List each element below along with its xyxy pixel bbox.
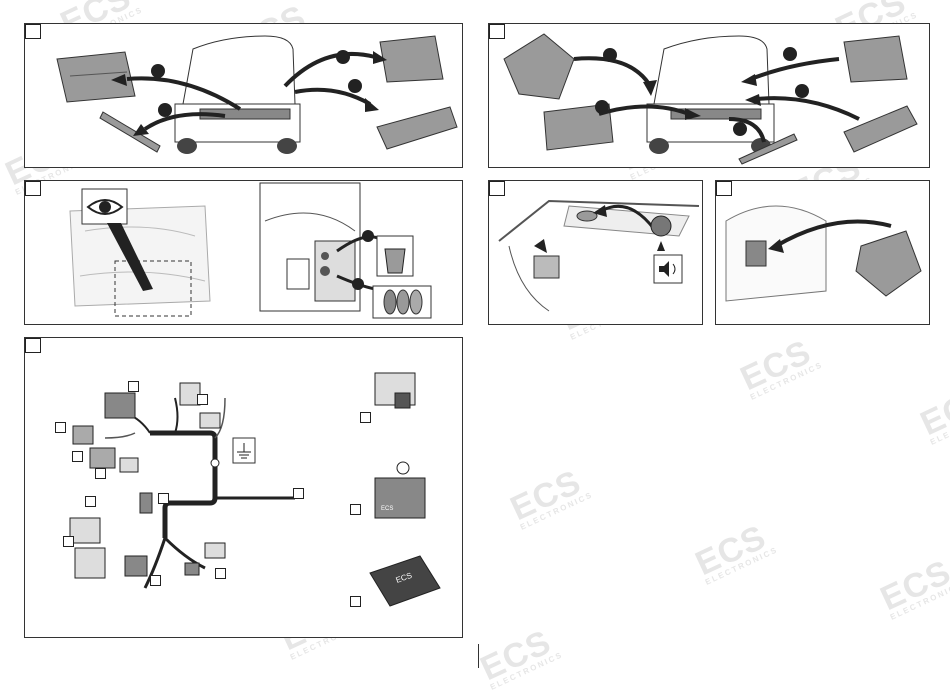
locate-mounting-illustration: [25, 181, 462, 324]
part-number-box: [128, 381, 139, 392]
bin-icon: [385, 249, 405, 273]
step-6-panel: ECS ECS: [24, 337, 463, 638]
refit-trim-illustration: [489, 24, 929, 167]
part-number-box: [158, 493, 169, 504]
buzzer-illustration: [489, 181, 702, 324]
step-5-panel: [715, 180, 930, 325]
step-1-panel: [24, 23, 463, 168]
part-number-box: [197, 394, 208, 405]
kit-contents-illustration: ECS ECS: [25, 338, 462, 637]
part-number-box: [85, 496, 96, 507]
part-number-box: [215, 568, 226, 579]
part-number-box: [360, 412, 371, 423]
center-divider: [478, 644, 479, 668]
step-2-panel: [488, 23, 930, 168]
part-number-box: [72, 451, 83, 462]
step-3-panel: [24, 180, 463, 325]
remove-trim-illustration: [25, 24, 462, 167]
module-fit-illustration: [716, 181, 929, 324]
relay-label: ECS: [381, 506, 393, 512]
part-number-box: [55, 422, 66, 433]
part-number-box: [150, 575, 161, 586]
part-number-box: [293, 488, 304, 499]
step-4-panel: [488, 180, 703, 325]
part-number-box: [63, 536, 74, 547]
part-number-box: [350, 596, 361, 607]
part-number-box: [350, 504, 361, 515]
part-number-box: [95, 468, 106, 479]
